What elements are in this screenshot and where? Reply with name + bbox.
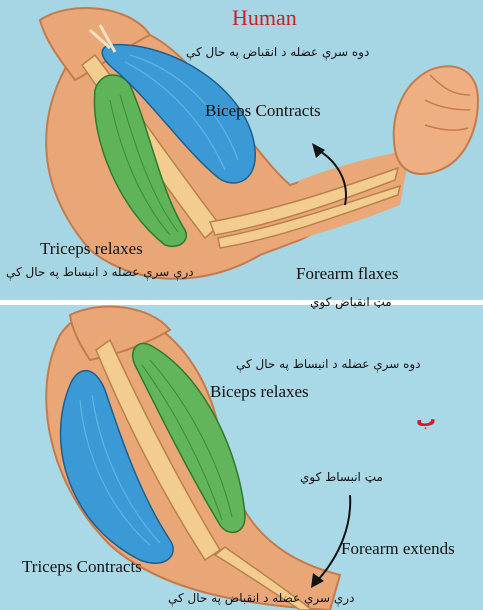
forearm-extends-label: Forearm extends <box>341 540 455 557</box>
triceps-contract-state-fa: درې سرې عضله د انقباض په حال کې <box>168 592 354 604</box>
triceps-relax-state-fa: درې سرې عضله د انبساط په حال کې <box>6 266 194 278</box>
biceps-contracts-label: Biceps Contracts <box>205 102 321 119</box>
biceps-relaxes-label: Biceps relaxes <box>210 383 309 400</box>
hand-fist <box>394 66 478 174</box>
bottom-panel-extension: دوه سرې عضله د انبساط په حال کې Biceps r… <box>0 305 483 610</box>
biceps-relax-state-fa: دوه سرې عضله د انبساط په حال کې <box>236 358 421 370</box>
top-panel-flexion: Human دوه سرې عضله د انقباض په حال کې Bi… <box>0 0 483 300</box>
triceps-contracts-label: Triceps Contracts <box>22 558 142 575</box>
forearm-flexes-label: Forearm flaxes <box>296 265 398 282</box>
panel-letter: ب <box>416 409 436 429</box>
biceps-contract-state-fa: دوه سرې عضله د انقباض په حال کې <box>186 46 369 58</box>
figure-title: Human <box>232 7 297 29</box>
forearm-extend-state-fa: مټ انبساط کوي <box>300 471 383 483</box>
triceps-relaxes-label: Triceps relaxes <box>40 240 143 257</box>
extend-arrow <box>318 495 350 580</box>
forearm-flex-state-fa: مټ انقباض کوي <box>310 296 392 308</box>
